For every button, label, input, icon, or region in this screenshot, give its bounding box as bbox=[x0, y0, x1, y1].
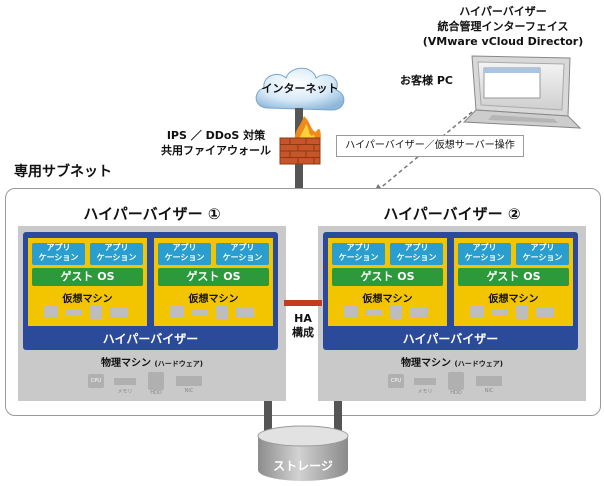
application-box: アプリ ケーション bbox=[458, 243, 511, 265]
storage-label: ストレージ bbox=[273, 459, 333, 473]
hardware-icons: CPU メモリ HDD NIC bbox=[88, 372, 218, 398]
customer-pc-label: お客様 PC bbox=[400, 74, 453, 87]
cpu-icon bbox=[388, 374, 404, 388]
firewall-label: IPS ／ DDoS 対策 共用ファイアウォール bbox=[160, 128, 272, 158]
physical-machine-label: 物理マシン (ハードウェア) bbox=[318, 354, 586, 369]
virtual-machine: アプリ ケーション アプリ ケーション ゲスト OS 仮想マシン bbox=[454, 238, 573, 326]
host-title: ハイパーバイザー ② bbox=[383, 205, 521, 223]
nic-icon bbox=[410, 307, 428, 317]
vm-label: 仮想マシン bbox=[488, 294, 539, 305]
cpu-icon bbox=[344, 306, 358, 318]
physical-machine-sub: (ハードウェア) bbox=[454, 360, 503, 368]
ha-label-line2: 構成 bbox=[292, 326, 314, 339]
nic-icon bbox=[476, 376, 502, 386]
console-title-line2: 統合管理インターフェイス bbox=[437, 20, 569, 33]
vm-label: 仮想マシン bbox=[62, 294, 113, 305]
physical-machine-text: 物理マシン bbox=[401, 358, 452, 369]
console-title-line1: ハイパーバイザー bbox=[459, 5, 547, 18]
memory-label: メモリ bbox=[117, 389, 133, 395]
subnet-label: 専用サブネット bbox=[14, 164, 112, 180]
storage-link-left bbox=[264, 401, 272, 441]
hdd-icon bbox=[216, 305, 228, 319]
physical-machine-text: 物理マシン bbox=[101, 358, 152, 369]
nic-icon bbox=[110, 307, 128, 317]
host-1: アプリ ケーション アプリ ケーション ゲスト OS 仮想マシン アプリ ケーシ… bbox=[18, 226, 286, 401]
hdd-icon bbox=[390, 305, 402, 319]
nic-label: NIC bbox=[184, 388, 194, 394]
ha-label: HA 構成 bbox=[285, 312, 321, 340]
memory-icon bbox=[492, 309, 508, 315]
cpu-icon bbox=[44, 306, 58, 318]
console-title-line3: (VMware vCloud Director) bbox=[422, 35, 584, 48]
memory-icon bbox=[192, 309, 208, 315]
guest-os: ゲスト OS bbox=[158, 268, 269, 286]
hypervisor-label: ハイパーバイザー bbox=[402, 332, 499, 346]
cpu-icon bbox=[170, 306, 184, 318]
virtual-hardware-icons bbox=[344, 304, 434, 320]
vm-label: 仮想マシン bbox=[362, 294, 413, 305]
hdd-icon bbox=[516, 305, 528, 319]
hdd-icon bbox=[90, 305, 102, 319]
operation-label: ハイパーバイザー／仮想サーバー操作 bbox=[336, 135, 524, 157]
virtual-hardware-icons bbox=[44, 304, 134, 320]
application-box: アプリ ケーション bbox=[158, 243, 211, 265]
memory-icon bbox=[366, 309, 382, 315]
storage-link-right bbox=[334, 401, 342, 441]
application-box: アプリ ケーション bbox=[90, 243, 143, 265]
hdd-label: HDD bbox=[450, 390, 462, 396]
nic-icon bbox=[176, 376, 202, 386]
ha-label-line1: HA bbox=[294, 312, 312, 325]
hdd-icon bbox=[148, 372, 164, 390]
application-box: アプリ ケーション bbox=[332, 243, 385, 265]
memory-label: メモリ bbox=[417, 389, 433, 395]
virtual-machine: アプリ ケーション アプリ ケーション ゲスト OS 仮想マシン bbox=[28, 238, 147, 326]
guest-os: ゲスト OS bbox=[458, 268, 569, 286]
hdd-icon bbox=[448, 372, 464, 390]
virtual-hardware-icons bbox=[470, 304, 560, 320]
host-2: アプリ ケーション アプリ ケーション ゲスト OS 仮想マシン アプリ ケーシ… bbox=[318, 226, 586, 401]
physical-machine-label: 物理マシン (ハードウェア) bbox=[18, 354, 286, 369]
virtual-machine: アプリ ケーション アプリ ケーション ゲスト OS 仮想マシン bbox=[154, 238, 273, 326]
application-box: アプリ ケーション bbox=[390, 243, 443, 265]
virtual-hardware-icons bbox=[170, 304, 260, 320]
nic-icon bbox=[236, 307, 254, 317]
firewall-icon bbox=[279, 116, 321, 165]
firewall-label-line2: 共用ファイアウォール bbox=[161, 144, 271, 157]
nic-icon bbox=[536, 307, 554, 317]
vm-label: 仮想マシン bbox=[188, 294, 239, 305]
hdd-label: HDD bbox=[150, 390, 162, 396]
application-box: アプリ ケーション bbox=[32, 243, 85, 265]
application-box: アプリ ケーション bbox=[516, 243, 569, 265]
cpu-label: CPU bbox=[390, 378, 402, 384]
guest-os: ゲスト OS bbox=[32, 268, 143, 286]
storage-icon bbox=[257, 425, 349, 481]
firewall-label-line1: IPS ／ DDoS 対策 bbox=[166, 129, 266, 142]
physical-machine-sub: (ハードウェア) bbox=[154, 360, 203, 368]
internet-label: インターネット bbox=[261, 82, 339, 95]
cpu-icon bbox=[470, 306, 484, 318]
guest-os: ゲスト OS bbox=[332, 268, 443, 286]
memory-icon bbox=[66, 309, 82, 315]
memory-icon bbox=[414, 378, 436, 385]
hardware-icons: CPU メモリ HDD NIC bbox=[388, 372, 518, 398]
console-title: ハイパーバイザー 統合管理インターフェイス (VMware vCloud Dir… bbox=[405, 4, 601, 49]
ha-link bbox=[284, 300, 322, 306]
cpu-label: CPU bbox=[90, 378, 102, 384]
memory-icon bbox=[114, 378, 136, 385]
laptop-icon bbox=[462, 55, 582, 129]
application-box: アプリ ケーション bbox=[216, 243, 269, 265]
hypervisor-label: ハイパーバイザー bbox=[102, 332, 199, 346]
host-title: ハイパーバイザー ① bbox=[83, 205, 221, 223]
virtual-machine: アプリ ケーション アプリ ケーション ゲスト OS 仮想マシン bbox=[328, 238, 447, 326]
cloud-icon bbox=[255, 67, 345, 111]
cpu-icon bbox=[88, 374, 104, 388]
nic-label: NIC bbox=[484, 388, 494, 394]
